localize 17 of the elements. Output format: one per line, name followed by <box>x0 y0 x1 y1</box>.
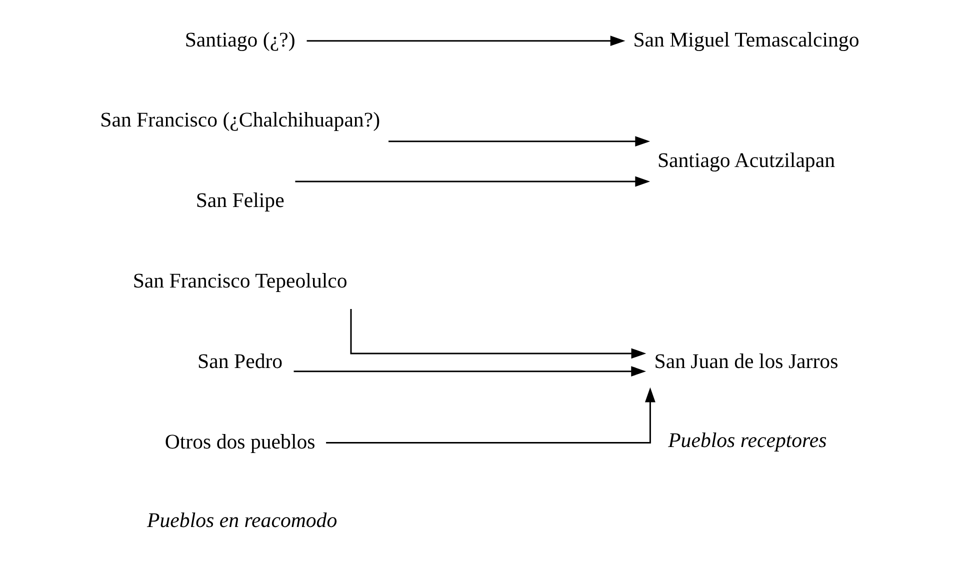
node-text: San Pedro <box>198 348 283 373</box>
node-text: Otros dos pueblos <box>164 429 316 454</box>
arrow <box>350 309 646 359</box>
node-text: San Francisco (¿Chalchihuapan?) <box>100 108 380 132</box>
node-text: Santiago (¿?) <box>184 27 296 52</box>
node-text: San Felipe <box>196 188 284 212</box>
arrow <box>294 366 646 377</box>
label: Pueblos en reacomodo <box>147 508 338 532</box>
node-text: Santiago Acutzilapan <box>657 148 836 172</box>
node-text: San Juan de los Jarros <box>654 348 838 373</box>
node-text: San Miguel Temascalcingo <box>633 27 860 52</box>
label: Pueblos receptores <box>668 428 827 452</box>
arrow <box>306 36 626 46</box>
arrow <box>388 136 650 147</box>
arrow <box>326 387 656 444</box>
node-text: San Francisco Tepeolulco <box>132 268 348 293</box>
arrow <box>295 176 650 187</box>
